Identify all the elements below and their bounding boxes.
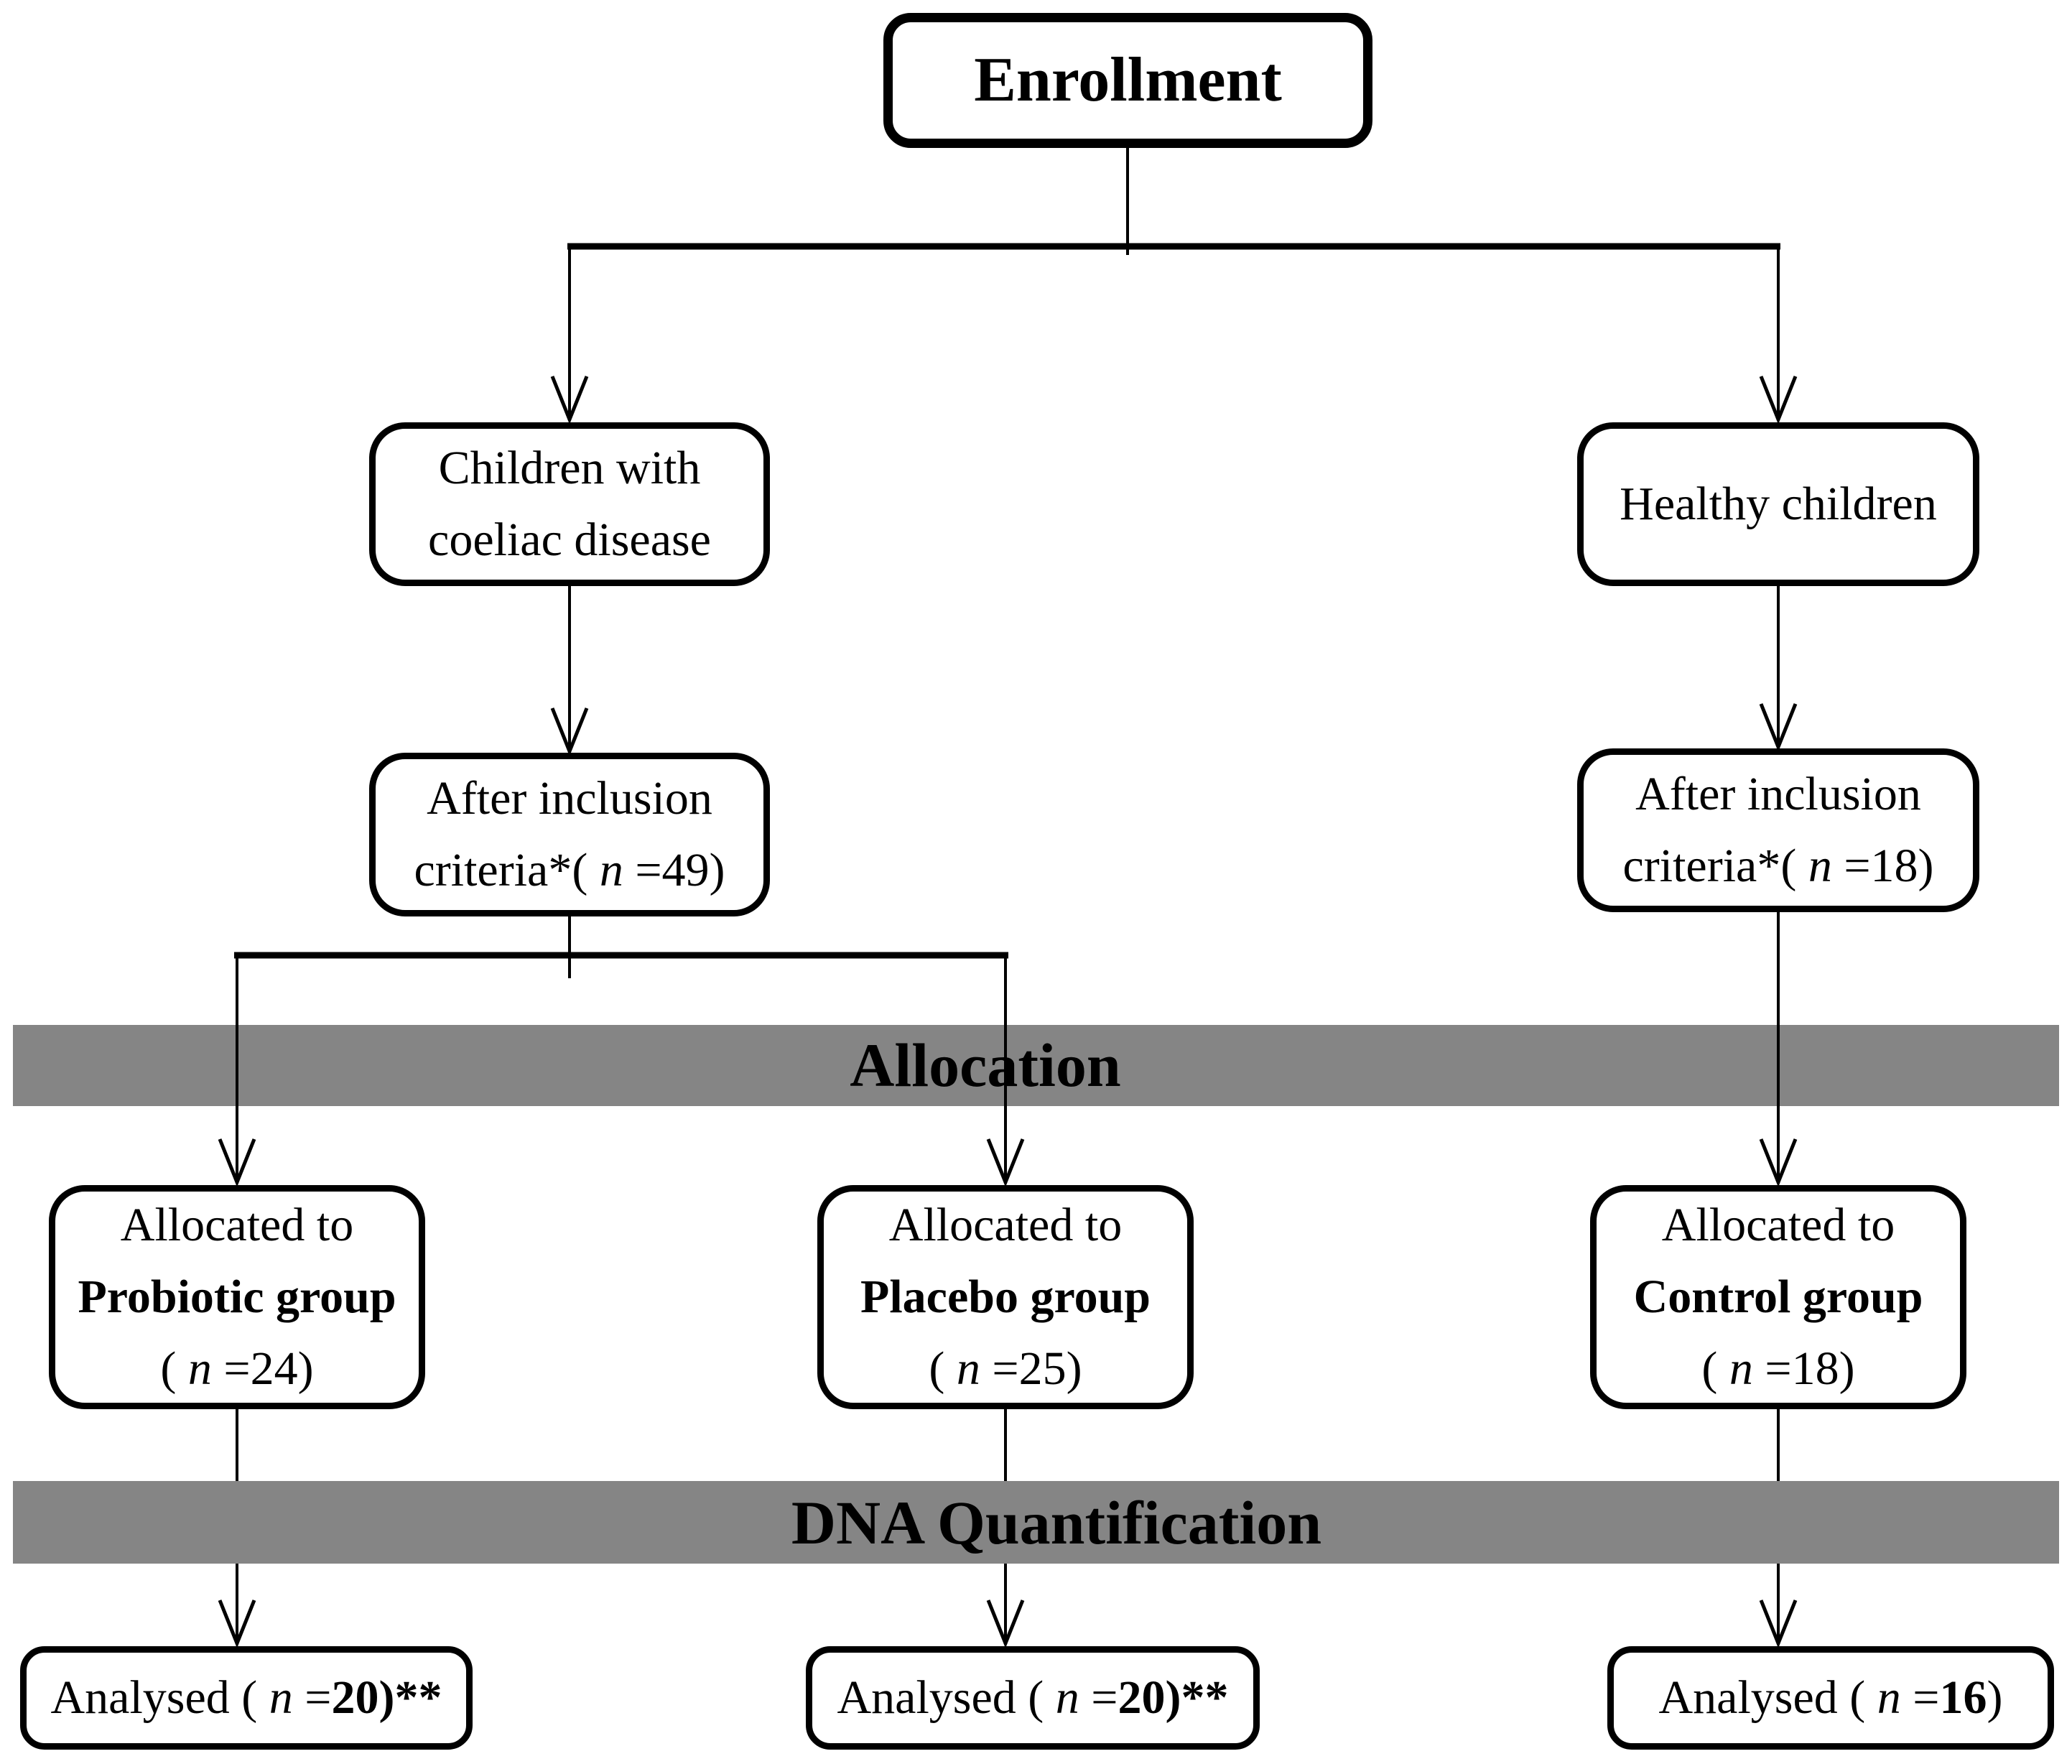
arrow-head-to-healthy xyxy=(1759,376,1798,424)
allocated-placebo-count: =25) xyxy=(980,1342,1082,1395)
arrow-head-to-coeliac xyxy=(550,376,589,424)
inclusion-coeliac-n-symbol: n xyxy=(599,844,623,896)
dna-quantification-band xyxy=(13,1481,2059,1564)
allocated-placebo-box: Allocated to Placebo group ( n =25) xyxy=(817,1185,1194,1409)
inclusion-coeliac-line2: criteria*( n =49) xyxy=(414,835,725,906)
arrow-head-healthy-to-inclusion xyxy=(1759,703,1798,752)
analysed-placebo-suffix: )** xyxy=(1165,1671,1229,1724)
allocated-control-n-symbol: n xyxy=(1729,1342,1753,1395)
inclusion-healthy-box: After inclusion criteria*( n =18) xyxy=(1577,748,1979,912)
allocated-probiotic-paren: ( xyxy=(160,1342,188,1395)
analysed-placebo-prefix: Analysed ( xyxy=(837,1671,1056,1724)
allocated-placebo-n-symbol: n xyxy=(956,1342,980,1395)
analysed-placebo-count: 20 xyxy=(1118,1671,1166,1724)
coeliac-children-box: Children with coeliac disease xyxy=(369,422,770,586)
allocated-control-group-name: Control group xyxy=(1633,1271,1923,1323)
analysed-control-equals: = xyxy=(1900,1671,1940,1724)
arrow-head-to-placebo xyxy=(986,1138,1025,1187)
inclusion-coeliac-count: =49) xyxy=(623,844,725,896)
inclusion-healthy-line1: After inclusion xyxy=(1635,768,1921,820)
arrow-head-to-probiotic xyxy=(218,1138,256,1187)
analysed-placebo-box: Analysed ( n =20)** xyxy=(806,1646,1260,1750)
allocation-band xyxy=(13,1025,2059,1106)
analysed-probiotic-prefix: Analysed ( xyxy=(50,1671,269,1724)
analysed-control-prefix: Analysed ( xyxy=(1658,1671,1877,1724)
arrow-head-coeliac-to-inclusion xyxy=(550,707,589,756)
analysed-probiotic-n-symbol: n xyxy=(269,1671,293,1724)
inclusion-healthy-line2: criteria*( n =18) xyxy=(1622,830,1933,902)
allocated-placebo-paren: ( xyxy=(929,1342,957,1395)
allocated-probiotic-count-line: ( n =24) xyxy=(160,1333,313,1405)
analysed-control-n-symbol: n xyxy=(1877,1671,1901,1724)
analysed-placebo-n-symbol: n xyxy=(1055,1671,1079,1724)
inclusion-healthy-n-symbol: n xyxy=(1808,840,1832,892)
analysed-control-count: 16 xyxy=(1939,1671,1987,1724)
allocated-control-box: Allocated to Control group ( n =18) xyxy=(1590,1185,1966,1409)
inclusion-coeliac-criteria-text: criteria*( xyxy=(414,844,600,896)
coeliac-children-line1: Children with xyxy=(438,442,701,494)
arrow-head-to-control xyxy=(1759,1138,1798,1187)
inclusion-coeliac-box: After inclusion criteria*( n =49) xyxy=(369,753,770,916)
inclusion-coeliac-line1: After inclusion xyxy=(427,772,712,825)
enrollment-label: Enrollment xyxy=(974,45,1282,115)
allocated-placebo-line1: Allocated to xyxy=(888,1199,1123,1251)
inclusion-healthy-criteria-text: criteria*( xyxy=(1622,840,1808,892)
allocated-probiotic-box: Allocated to Probiotic group ( n =24) xyxy=(49,1185,425,1409)
enrollment-box: Enrollment xyxy=(883,13,1372,148)
allocated-probiotic-n-symbol: n xyxy=(187,1342,212,1395)
analysed-control-suffix: ) xyxy=(1987,1671,2003,1724)
allocated-probiotic-line1: Allocated to xyxy=(120,1199,354,1251)
analysed-placebo-equals: = xyxy=(1079,1671,1118,1724)
arrow-head-to-analysed-control xyxy=(1759,1600,1798,1648)
allocated-control-line1: Allocated to xyxy=(1661,1199,1895,1251)
healthy-children-label: Healthy children xyxy=(1620,478,1937,530)
coeliac-children-line2: coeliac disease xyxy=(428,514,711,566)
allocated-probiotic-count: =24) xyxy=(211,1342,314,1395)
analysed-probiotic-count: 20 xyxy=(331,1671,379,1724)
healthy-children-box: Healthy children xyxy=(1577,422,1979,586)
analysed-placebo-text: Analysed ( n =20)** xyxy=(837,1669,1229,1726)
analysed-probiotic-box: Analysed ( n =20)** xyxy=(20,1646,473,1750)
analysed-probiotic-equals: = xyxy=(292,1671,332,1724)
allocated-placebo-count-line: ( n =25) xyxy=(929,1333,1082,1405)
arrow-head-to-analysed-placebo xyxy=(986,1600,1025,1648)
allocation-band-label: Allocation xyxy=(850,1031,1121,1100)
allocated-probiotic-group-name: Probiotic group xyxy=(78,1271,396,1323)
analysed-probiotic-suffix: )** xyxy=(378,1671,442,1724)
dna-quantification-band-label: DNA Quantification xyxy=(791,1488,1322,1557)
inclusion-healthy-count: =18) xyxy=(1831,840,1934,892)
arrow-head-to-analysed-probiotic xyxy=(218,1600,256,1648)
analysed-probiotic-text: Analysed ( n =20)** xyxy=(51,1669,442,1726)
analysed-control-box: Analysed ( n =16) xyxy=(1607,1646,2054,1750)
allocated-control-count: =18) xyxy=(1752,1342,1855,1395)
allocated-control-count-line: ( n =18) xyxy=(1701,1333,1854,1405)
allocated-control-paren: ( xyxy=(1701,1342,1729,1395)
analysed-control-text: Analysed ( n =16) xyxy=(1659,1669,2003,1726)
allocated-placebo-group-name: Placebo group xyxy=(860,1271,1151,1323)
